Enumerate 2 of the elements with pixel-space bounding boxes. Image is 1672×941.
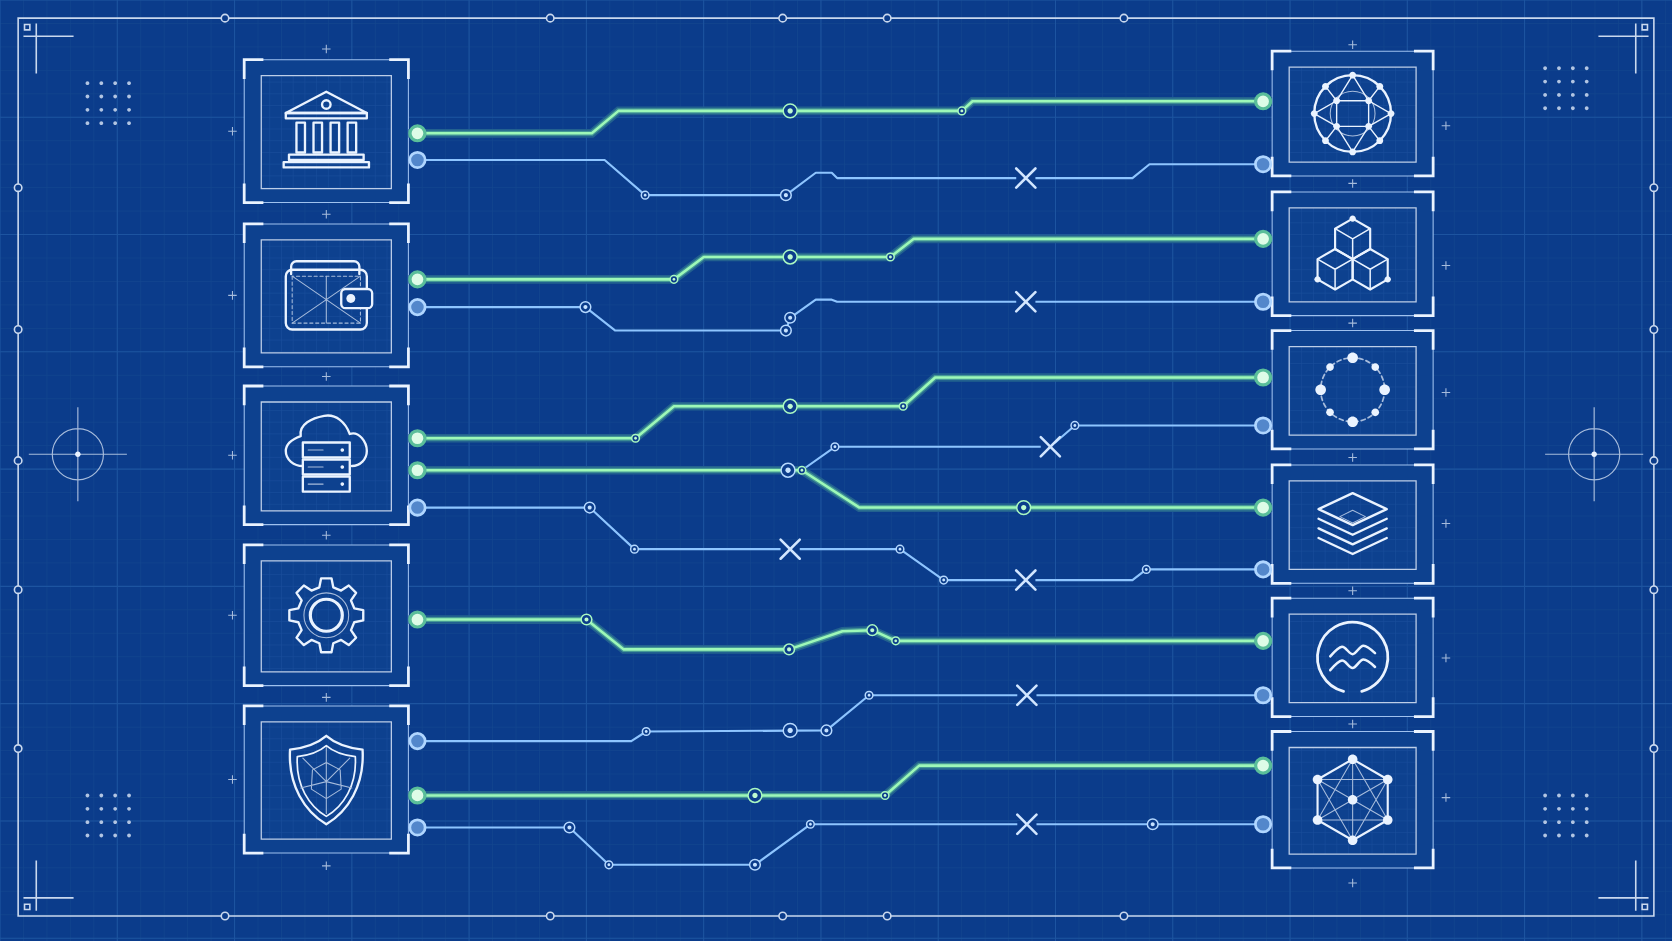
connector-line	[408, 92, 1273, 143]
connector-line	[408, 150, 1273, 197]
